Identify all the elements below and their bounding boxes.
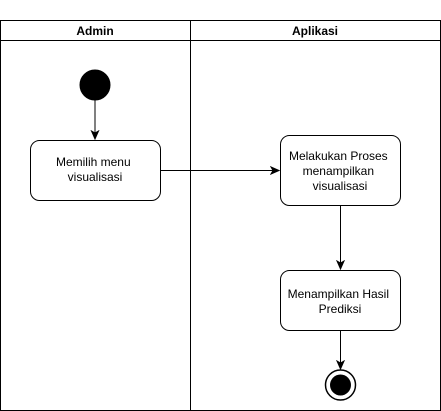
activity-proses-line-1: Melakukan Proses bbox=[289, 149, 388, 163]
activity-pilih-menu-label: Memilih menu visualisasi bbox=[56, 155, 134, 184]
swimlane-frame bbox=[0, 20, 441, 411]
activity-proses-line-3: visualisasi bbox=[313, 179, 368, 193]
activity-pilih-menu-line-2: visualisasi bbox=[68, 170, 123, 184]
activity-tampil-hasil-line-1: Menampilkan Hasil bbox=[288, 287, 389, 301]
activity-pilih-menu-line-1: Memilih menu bbox=[56, 155, 131, 169]
activity-proses-line-2: menampilkan bbox=[303, 164, 374, 178]
lane-header-admin: Admin bbox=[76, 24, 113, 38]
activity-proses-label: Melakukan Proses menampilkan visualisasi bbox=[289, 149, 391, 193]
end-node-inner bbox=[330, 374, 351, 396]
activity-tampil-hasil-line-2: Prediksi bbox=[319, 302, 362, 316]
start-node bbox=[79, 69, 111, 101]
activity-tampil-hasil-label: Menampilkan Hasil Prediksi bbox=[288, 287, 393, 316]
lane-header-aplikasi: Aplikasi bbox=[292, 24, 338, 38]
